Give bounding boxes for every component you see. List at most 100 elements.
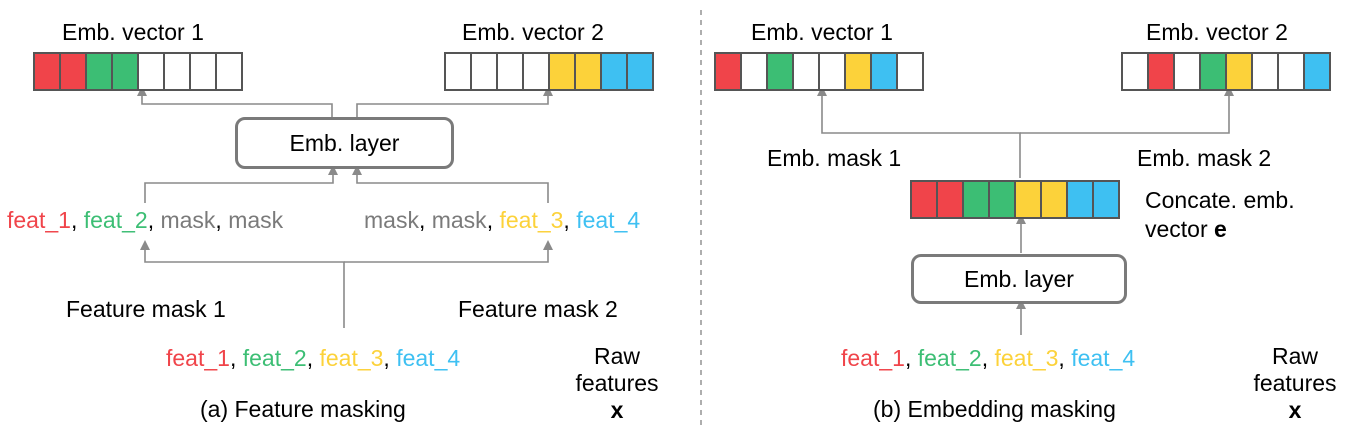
- emb-cell-green: [1199, 52, 1227, 91]
- emb-cell-yellow: [574, 52, 602, 91]
- feature-token: feat_1: [841, 345, 905, 371]
- emb-cell-empty: [444, 52, 472, 91]
- feature-mask-2-label: Feature mask 2: [458, 296, 618, 322]
- emb-cell-blue: [1066, 180, 1094, 219]
- emb-cell-green: [111, 52, 139, 91]
- emb-cell-yellow: [548, 52, 576, 91]
- emb-cell-empty: [818, 52, 846, 91]
- emb-cell-green: [85, 52, 113, 91]
- left-emb-vector-2-label: Emb. vector 2: [462, 19, 604, 45]
- emb-cell-blue: [870, 52, 898, 91]
- right-emb-vector-1-label: Emb. vector 1: [751, 19, 893, 45]
- emb-cell-yellow: [1040, 180, 1068, 219]
- separator: ,: [147, 207, 161, 233]
- feature-token: mask: [160, 207, 216, 233]
- right-emb-vector-2-label: Emb. vector 2: [1146, 19, 1288, 45]
- right-emb-vector-1: [714, 52, 924, 91]
- arrow-to-vector-2: [356, 86, 553, 117]
- feature-token: mask: [228, 207, 284, 233]
- right-raw-features: feat_1, feat_2, feat_3, feat_4: [841, 347, 1135, 370]
- concat-label: Concate. emb. vector e: [1145, 187, 1295, 242]
- feature-token: feat_2: [917, 345, 982, 371]
- emb-cell-green: [988, 180, 1016, 219]
- emb-cell-empty: [496, 52, 524, 91]
- emb-cell-empty: [1251, 52, 1279, 91]
- emb-cell-empty: [215, 52, 243, 91]
- separator: ,: [1058, 345, 1072, 371]
- emb-cell-empty: [896, 52, 924, 91]
- arrow-concat-to-vector-1: [817, 86, 1021, 178]
- right-emb-layer: Emb. layer: [911, 254, 1127, 304]
- separator: ,: [229, 345, 243, 371]
- feature-token: feat_3: [319, 345, 384, 371]
- feature-token: mask: [364, 207, 419, 233]
- emb-cell-empty: [1121, 52, 1149, 91]
- concat-emb-vector: [910, 180, 1120, 219]
- emb-cell-yellow: [1225, 52, 1253, 91]
- left-masked-features-2: mask, mask, feat_3, feat_4: [364, 209, 640, 232]
- feature-token: feat_4: [1071, 345, 1136, 371]
- left-raw-symbol: x: [610, 397, 624, 423]
- separator: ,: [563, 207, 577, 233]
- emb-cell-empty: [1277, 52, 1305, 91]
- emb-cell-blue: [1092, 180, 1120, 219]
- emb-cell-empty: [740, 52, 768, 91]
- emb-cell-yellow: [1014, 180, 1042, 219]
- feature-token: feat_1: [166, 345, 230, 371]
- right-emb-vector-2: [1121, 52, 1331, 91]
- emb-cell-red: [1147, 52, 1175, 91]
- arrow-masked-2-to-layer: [352, 165, 549, 203]
- emb-mask-2-label: Emb. mask 2: [1137, 145, 1272, 171]
- emb-cell-empty: [189, 52, 217, 91]
- feature-token: feat_1: [7, 207, 71, 233]
- separator: ,: [486, 207, 500, 233]
- emb-cell-blue: [600, 52, 628, 91]
- emb-cell-empty: [522, 52, 550, 91]
- emb-cell-red: [910, 180, 938, 219]
- emb-cell-red: [936, 180, 964, 219]
- feature-token: mask: [431, 207, 487, 233]
- arrow-concat-to-vector-2: [1020, 86, 1234, 134]
- separator: ,: [215, 207, 229, 233]
- separator: ,: [981, 345, 995, 371]
- right-caption: (b) Embedding masking: [873, 396, 1116, 422]
- arrow-masked-1-to-layer: [144, 165, 338, 203]
- feature-mask-1-label: Feature mask 1: [66, 296, 226, 322]
- separator: ,: [306, 345, 320, 371]
- feature-token: feat_4: [576, 207, 641, 233]
- left-emb-vector-1-label: Emb. vector 1: [62, 19, 204, 45]
- arrow-raw-to-masked-1: [140, 240, 345, 328]
- emb-cell-empty: [792, 52, 820, 91]
- feature-token: feat_4: [396, 345, 461, 371]
- emb-cell-empty: [137, 52, 165, 91]
- separator: ,: [383, 345, 397, 371]
- left-raw-label: Raw features x: [572, 345, 662, 422]
- arrow-raw-to-masked-2: [344, 240, 553, 263]
- emb-cell-red: [59, 52, 87, 91]
- emb-cell-red: [33, 52, 61, 91]
- right-raw-symbol: x: [1288, 397, 1302, 423]
- separator: ,: [418, 207, 432, 233]
- left-masked-features-1: feat_1, feat_2, mask, mask: [7, 209, 283, 232]
- separator: ,: [904, 345, 918, 371]
- left-raw-features: feat_1, feat_2, feat_3, feat_4: [166, 347, 460, 370]
- left-caption: (a) Feature masking: [200, 396, 406, 422]
- feature-token: feat_2: [83, 207, 148, 233]
- emb-cell-red: [714, 52, 742, 91]
- emb-cell-green: [962, 180, 990, 219]
- separator: ,: [70, 207, 84, 233]
- feature-token: feat_3: [499, 207, 564, 233]
- left-emb-layer: Emb. layer: [235, 117, 454, 169]
- feature-token: feat_3: [994, 345, 1059, 371]
- feature-token: feat_2: [242, 345, 307, 371]
- emb-cell-empty: [1173, 52, 1201, 91]
- right-raw-label: Raw features x: [1250, 345, 1340, 422]
- left-emb-vector-1: [33, 52, 243, 91]
- emb-cell-yellow: [844, 52, 872, 91]
- emb-cell-empty: [163, 52, 191, 91]
- emb-cell-green: [766, 52, 794, 91]
- arrow-to-vector-1: [137, 86, 333, 117]
- emb-cell-blue: [1303, 52, 1331, 91]
- left-emb-vector-2: [444, 52, 654, 91]
